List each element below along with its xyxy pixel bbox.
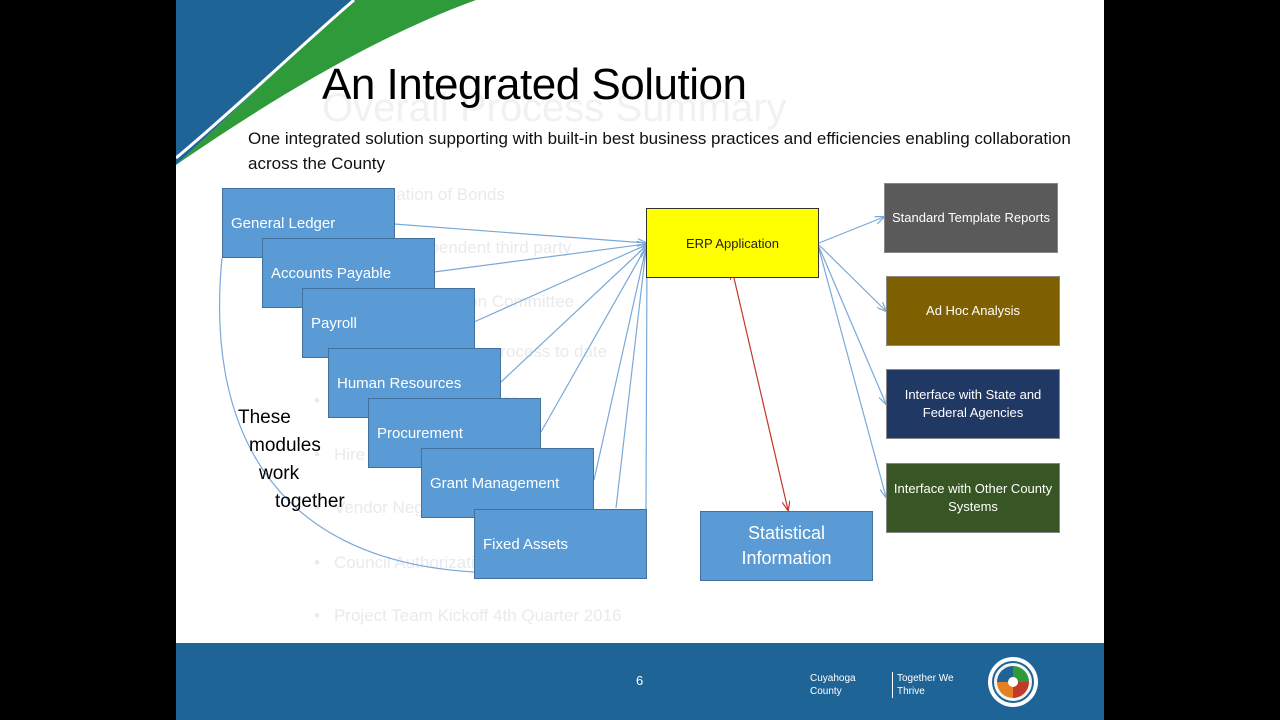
brand-tagline: Together We Thrive — [897, 673, 954, 697]
brand-divider — [892, 672, 893, 698]
connector-standard-reports — [818, 217, 884, 244]
output-ad-hoc-analysis: Ad Hoc Analysis — [886, 276, 1060, 346]
note-line: These — [238, 407, 291, 428]
erp-application-box: ERP Application — [646, 208, 819, 278]
note-line: work — [259, 463, 300, 484]
connector-payroll — [473, 245, 646, 323]
slide-footer: 6 Cuyahoga County Together We Thrive — [176, 643, 1104, 720]
output-state-federal-interface: Interface with State and Federal Agencie… — [886, 369, 1060, 439]
output-standard-template-reports: Standard Template Reports — [884, 183, 1058, 253]
slide-title: An Integrated Solution — [322, 60, 747, 109]
connector-accounts-payable — [433, 244, 646, 273]
connector-fixed-assets-2 — [646, 250, 647, 511]
connector-ad-hoc — [818, 244, 886, 311]
statistical-information-box: Statistical Information — [700, 511, 873, 581]
page-number: 6 — [636, 673, 644, 688]
connector-fixed-assets-1 — [615, 249, 646, 509]
county-seal-icon — [988, 657, 1038, 707]
connector-general-ledger — [393, 223, 646, 243]
erp-stat-link — [734, 278, 788, 510]
connector-state-federal — [818, 246, 886, 404]
module-payroll: Payroll — [302, 288, 475, 358]
slide-subtitle: One integrated solution supporting with … — [248, 129, 1071, 173]
note-line: modules — [249, 435, 321, 456]
modules-note: These modules work together — [236, 404, 345, 516]
module-loop-curve — [218, 257, 475, 573]
connector-human-resources — [500, 246, 646, 383]
decorative-swoosh — [176, 0, 476, 165]
connector-grant-management — [593, 248, 646, 481]
module-fixed-assets: Fixed Assets — [474, 509, 647, 579]
slide: Overall Process Summary Authorization of… — [176, 0, 1104, 720]
module-grant-management: Grant Management — [421, 448, 594, 518]
output-other-county-systems: Interface with Other County Systems — [886, 463, 1060, 533]
note-line: together — [275, 491, 345, 512]
connector-layer — [218, 0, 1104, 573]
connector-other-systems — [818, 248, 886, 497]
brand-name: Cuyahoga County — [810, 673, 856, 697]
connector-procurement — [540, 247, 646, 433]
